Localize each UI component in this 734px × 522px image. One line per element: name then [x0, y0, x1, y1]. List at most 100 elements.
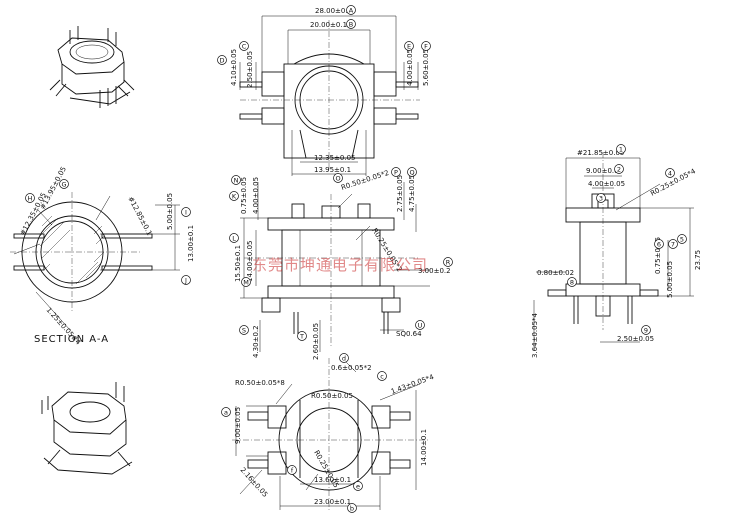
svg-text:2: 2: [617, 166, 621, 174]
svg-text:C: C: [242, 43, 247, 51]
balloon-e-small: e: [353, 481, 363, 491]
side-dim-top-c: 4.00±0.05: [588, 180, 625, 188]
svg-text:U: U: [418, 322, 423, 330]
balloon-f-small: f: [287, 465, 297, 475]
svg-text:6: 6: [657, 241, 661, 249]
side-dim-left-b: 3.64±0.05*4: [531, 312, 539, 358]
svg-text:4: 4: [668, 170, 672, 178]
bottom-dim-right-a: 1.43±0.05*4: [390, 373, 436, 396]
balloon-f: F: [421, 41, 431, 51]
svg-text:e: e: [356, 483, 360, 491]
section-view: #12.35±0.05 #13.95±0.05 #12.85±0.1 5.00±…: [10, 165, 195, 347]
bottom-dim-left-a: 9.00±0.05: [234, 407, 242, 444]
side-dim-right-a: 0.75±0.05: [654, 237, 662, 274]
balloon-q: Q: [407, 167, 417, 177]
section-title: SECTION A-A: [34, 334, 109, 345]
balloon-c-small: c: [377, 371, 387, 381]
watermark-text: 东莞市坤通电子有限公司: [252, 256, 429, 274]
balloon-j: J: [181, 275, 191, 285]
balloon-8: 8: [567, 277, 577, 287]
svg-text:b: b: [350, 505, 354, 513]
svg-text:7: 7: [671, 241, 675, 249]
top-dim-width-inner: 20.00±0.1: [310, 21, 347, 29]
isometric-bottom-view: [41, 382, 133, 475]
section-dim-d3: #12.85±0.1: [126, 195, 153, 237]
top-dim-width-overall: 28.00±0.1: [315, 7, 352, 15]
svg-text:S: S: [242, 327, 246, 335]
side-dim-height: 23.75: [694, 250, 702, 270]
front-dim-bottom-b: 2.60±0.05: [312, 323, 320, 360]
bottom-dim-top-a: 0.6±0.05*2: [331, 364, 372, 372]
balloon-e: E: [404, 41, 414, 51]
top-dim-bottom-a: 12.35±0.05: [314, 154, 356, 162]
balloon-7: 7: [668, 239, 678, 249]
balloon-6: 6: [654, 239, 664, 249]
side-dim-top-b: 9.00±0.05: [586, 167, 623, 175]
front-dim-pin: SQ0.64: [396, 330, 422, 338]
balloon-a-small: a: [221, 407, 231, 417]
front-dim-right-c: 3.00±0.2: [418, 267, 451, 275]
svg-text:M: M: [243, 279, 249, 287]
balloon-2: 2: [614, 164, 624, 174]
balloon-c: C: [239, 41, 249, 51]
balloon-1: 1: [616, 144, 626, 154]
balloon-n: N: [231, 175, 241, 185]
bottom-dim-left-b: 2.16±0.05: [239, 466, 270, 499]
side-dim-left-a: 0.80±0.02: [537, 269, 574, 277]
svg-text:R: R: [446, 259, 451, 267]
svg-text:P: P: [394, 169, 398, 177]
top-dim-right-h2: 5.60±0.05: [422, 49, 430, 86]
side-view: #21.85±0.05 9.00±0.05 4.00±0.05 R0.25±0.…: [531, 144, 702, 358]
balloon-k: K: [229, 191, 239, 201]
svg-text:G: G: [61, 181, 66, 189]
balloon-b-small: b: [347, 503, 357, 513]
balloon-o: O: [333, 173, 343, 183]
bottom-dim-radius-b: R0.50±0.05: [311, 392, 353, 400]
svg-text:I: I: [185, 209, 187, 217]
bottom-dim-right-b: 14.00±0.1: [420, 429, 428, 466]
top-dim-bottom-b: 13.95±0.1: [314, 166, 351, 174]
front-dim-right-b: 4.75±0.05: [408, 175, 416, 212]
balloon-l: L: [229, 233, 239, 243]
svg-text:3: 3: [599, 195, 603, 203]
balloon-b: B: [346, 19, 356, 29]
top-dim-left-h1: 4.10±0.05: [230, 49, 238, 86]
side-dim-bottom: 2.50±0.05: [617, 335, 654, 343]
svg-text:c: c: [380, 373, 384, 381]
balloon-9: 9: [641, 325, 651, 335]
balloon-d-small: d: [339, 353, 349, 363]
svg-text:A: A: [349, 7, 354, 15]
balloon-d: D: [217, 55, 227, 65]
front-dim-bottom-a: 4.30±0.2: [252, 325, 260, 358]
svg-text:K: K: [232, 193, 237, 201]
balloon-p: P: [391, 167, 401, 177]
bottom-dim-bottom-b: 23.00±0.1: [314, 498, 351, 506]
svg-text:L: L: [232, 235, 236, 243]
svg-text:1: 1: [619, 146, 623, 154]
balloon-h: H: [25, 193, 35, 203]
svg-text:Q: Q: [409, 169, 414, 177]
front-dim-right-a: 2.75±0.05: [396, 175, 404, 212]
top-view: 28.00±0.1 20.00±0.1 4.10±0.05 2.50±0.05 …: [217, 5, 431, 176]
section-dim-right-b: 13.00±0.1: [187, 225, 195, 262]
balloon-4: 4: [665, 168, 675, 178]
balloon-s: S: [239, 325, 249, 335]
svg-text:5: 5: [680, 236, 684, 244]
balloon-m: M: [241, 277, 251, 287]
bottom-view: R0.50±0.05*8 R0.50±0.05 0.6±0.05*2 1.43±…: [221, 353, 436, 513]
front-dim-left-d: 14.00±0.05: [246, 241, 254, 283]
section-dim-right-a: 5.00±0.05: [166, 193, 174, 230]
svg-text:a: a: [224, 409, 228, 417]
svg-text:J: J: [184, 277, 187, 285]
svg-text:B: B: [349, 21, 353, 29]
svg-text:f: f: [291, 467, 294, 475]
svg-text:O: O: [335, 175, 340, 183]
svg-text:9: 9: [644, 327, 648, 335]
bottom-dim-bottom-a: 13.60±0.1: [314, 476, 351, 484]
balloon-a: A: [346, 5, 356, 15]
svg-text:F: F: [424, 43, 428, 51]
balloon-g: G: [59, 179, 69, 189]
front-dim-left-c: 15.50±0.1: [234, 245, 242, 282]
front-dim-left-b: 4.00±0.05: [252, 177, 260, 214]
